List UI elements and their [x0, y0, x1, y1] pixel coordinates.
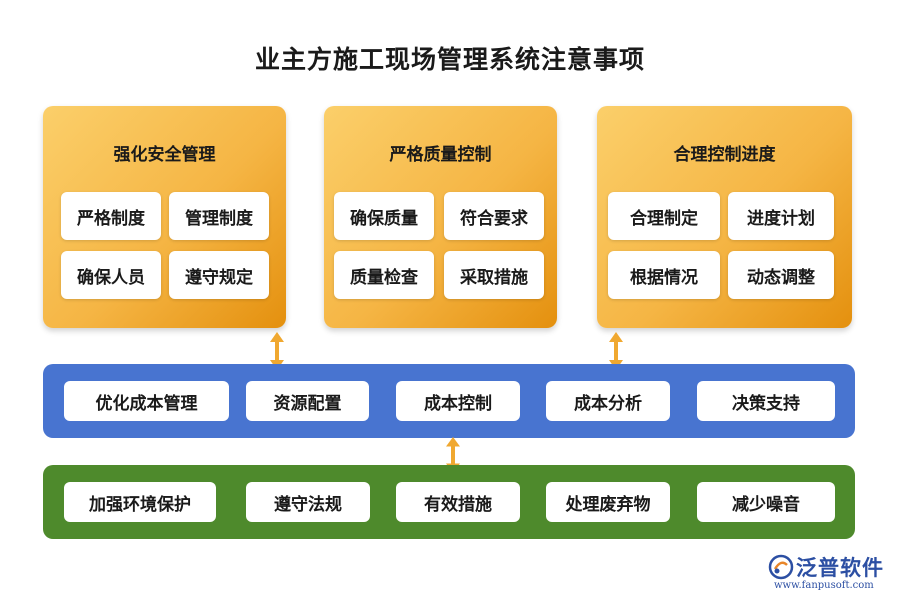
double-arrow-icon	[270, 332, 284, 370]
card-item: 确保质量	[334, 192, 434, 240]
double-arrow-icon	[446, 437, 460, 473]
env-item: 减少噪音	[697, 482, 835, 522]
card-title: 强化安全管理	[113, 145, 216, 165]
card-title: 合理控制进度	[673, 145, 776, 165]
page-title: 业主方施工现场管理系统注意事项	[254, 45, 645, 74]
env-item: 加强环境保护	[64, 482, 216, 522]
logo-url: www.fanpusoft.com	[774, 580, 874, 591]
cost-item: 优化成本管理	[64, 381, 229, 421]
env-item: 有效措施	[396, 482, 520, 522]
card-item: 进度计划	[728, 192, 834, 240]
card-item: 采取措施	[444, 251, 544, 299]
brand-logo: 泛普软件 www.fanpusoft.com	[768, 552, 893, 596]
logo-name: 泛普软件	[796, 556, 884, 580]
cost-management-band: 优化成本管理 资源配置 成本控制 成本分析 决策支持	[43, 364, 855, 438]
cost-item: 成本控制	[396, 381, 520, 421]
card-item: 确保人员	[61, 251, 161, 299]
env-item: 处理废弃物	[546, 482, 670, 522]
cost-item: 决策支持	[697, 381, 835, 421]
card-item: 合理制定	[608, 192, 720, 240]
card-schedule-control: 合理控制进度 合理制定 进度计划 根据情况 动态调整	[597, 106, 852, 328]
fanpu-logo-icon	[768, 554, 794, 580]
cost-item: 资源配置	[246, 381, 369, 421]
card-item: 根据情况	[608, 251, 720, 299]
cost-item: 成本分析	[546, 381, 670, 421]
card-quality-control: 严格质量控制 确保质量 符合要求 质量检查 采取措施	[324, 106, 557, 328]
double-arrow-icon	[609, 332, 623, 370]
card-item: 管理制度	[169, 192, 269, 240]
card-item: 遵守规定	[169, 251, 269, 299]
card-item: 质量检查	[334, 251, 434, 299]
card-safety-management: 强化安全管理 严格制度 管理制度 确保人员 遵守规定	[43, 106, 286, 328]
card-item: 严格制度	[61, 192, 161, 240]
card-item: 动态调整	[728, 251, 834, 299]
environment-band: 加强环境保护 遵守法规 有效措施 处理废弃物 减少噪音	[43, 465, 855, 539]
card-item: 符合要求	[444, 192, 544, 240]
card-title: 严格质量控制	[389, 145, 492, 165]
env-item: 遵守法规	[246, 482, 370, 522]
